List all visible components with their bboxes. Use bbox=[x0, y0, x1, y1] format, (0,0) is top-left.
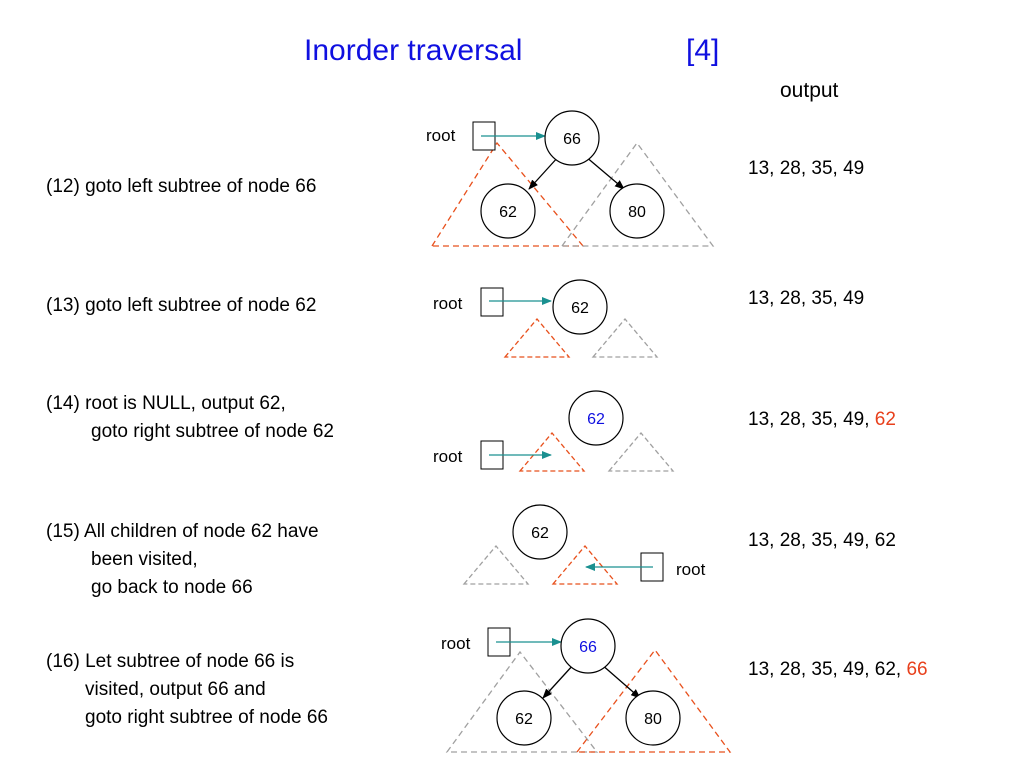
root-label: root bbox=[441, 634, 471, 653]
step-16-description: (16) Let subtree of node 66 is visited, … bbox=[46, 648, 328, 732]
left-subtree-triangle bbox=[462, 544, 530, 585]
tree-node bbox=[480, 183, 536, 239]
output-prefix: 13, 28, 35, 49 bbox=[748, 288, 865, 309]
right-subtree-triangle bbox=[560, 141, 715, 247]
output-prefix: 13, 28, 35, 49, 62, bbox=[748, 659, 907, 680]
step-12-output: 13, 28, 35, 49 bbox=[748, 158, 864, 180]
step-13-output: 13, 28, 35, 49 bbox=[748, 288, 864, 310]
output-new-value: 62 bbox=[874, 409, 896, 430]
step-16-diagram: 66 62 80 bbox=[445, 618, 732, 753]
node-value: 62 bbox=[499, 204, 517, 221]
step-16-line-2: visited, output 66 and bbox=[85, 679, 266, 700]
left-subtree-triangle bbox=[430, 141, 585, 247]
node-value: 62 bbox=[571, 300, 589, 317]
node-value: 62 bbox=[587, 411, 605, 428]
node-value: 66 bbox=[579, 639, 597, 656]
step-15-description: (15) All children of node 62 have been v… bbox=[46, 518, 319, 602]
step-14-output: 13, 28, 35, 49, 62 bbox=[748, 409, 896, 431]
slide-title: Inorder traversal bbox=[304, 34, 523, 67]
step-12-diagram: 66 62 80 bbox=[430, 110, 715, 247]
root-label: root bbox=[426, 126, 456, 145]
step-16-line-3: goto right subtree of node 66 bbox=[85, 707, 328, 728]
left-subtree-triangle bbox=[518, 431, 586, 472]
tree-edge bbox=[584, 155, 625, 190]
root-label: root bbox=[433, 447, 463, 466]
right-subtree-triangle bbox=[575, 648, 732, 753]
step-14-line-1: (14) root is NULL, output 62, bbox=[46, 393, 286, 414]
step-12-line-1: (12) goto left subtree of node 66 bbox=[46, 176, 317, 197]
right-subtree-triangle bbox=[607, 431, 675, 472]
output-prefix: 13, 28, 35, 49 bbox=[748, 158, 865, 179]
tree-node bbox=[560, 618, 616, 674]
tree-edge bbox=[542, 663, 575, 699]
root-label: root bbox=[433, 294, 463, 313]
tree-node bbox=[568, 390, 624, 446]
step-15-line-2: been visited, bbox=[91, 549, 198, 570]
step-13-line-1: (13) goto left subtree of node 62 bbox=[46, 295, 317, 316]
root-pointer-box bbox=[480, 287, 504, 317]
left-subtree-triangle bbox=[445, 650, 599, 753]
node-value: 62 bbox=[531, 525, 549, 542]
node-value: 66 bbox=[563, 131, 581, 148]
output-column-header: output bbox=[780, 79, 839, 102]
output-prefix: 13, 28, 35, 49, 62 bbox=[748, 530, 896, 551]
right-subtree-triangle bbox=[551, 544, 619, 585]
step-13-description: (13) goto left subtree of node 62 bbox=[46, 292, 316, 320]
tree-edge bbox=[600, 663, 641, 699]
step-14-diagram: 62 bbox=[480, 390, 675, 472]
tree-node bbox=[496, 690, 552, 746]
slide-title-reference: [4] bbox=[686, 34, 720, 67]
step-15-line-1: (15) All children of node 62 have bbox=[46, 521, 319, 542]
tree-node bbox=[512, 504, 568, 560]
node-value: 62 bbox=[515, 711, 533, 728]
node-value: 80 bbox=[628, 204, 646, 221]
root-label: root bbox=[676, 560, 706, 579]
step-12-description: (12) goto left subtree of node 66 bbox=[46, 173, 316, 201]
tree-node bbox=[544, 110, 600, 166]
tree-node bbox=[552, 279, 608, 335]
step-16-line-1: (16) Let subtree of node 66 is bbox=[46, 651, 295, 672]
right-subtree-triangle bbox=[591, 317, 659, 358]
step-15-output: 13, 28, 35, 49, 62 bbox=[748, 530, 896, 552]
step-15-line-3: go back to node 66 bbox=[91, 577, 253, 598]
step-13-diagram: 62 bbox=[480, 279, 659, 358]
output-new-value: 66 bbox=[906, 659, 928, 680]
tree-edge bbox=[528, 155, 560, 190]
left-subtree-triangle bbox=[503, 317, 571, 358]
tree-node bbox=[609, 183, 665, 239]
step-15-diagram: 62 bbox=[462, 504, 664, 585]
tree-node bbox=[625, 690, 681, 746]
step-14-description: (14) root is NULL, output 62, goto right… bbox=[46, 390, 334, 446]
output-prefix: 13, 28, 35, 49, bbox=[748, 409, 875, 430]
step-16-output: 13, 28, 35, 49, 62, 66 bbox=[748, 659, 928, 681]
node-value: 80 bbox=[644, 711, 662, 728]
step-14-line-2: goto right subtree of node 62 bbox=[91, 421, 334, 442]
